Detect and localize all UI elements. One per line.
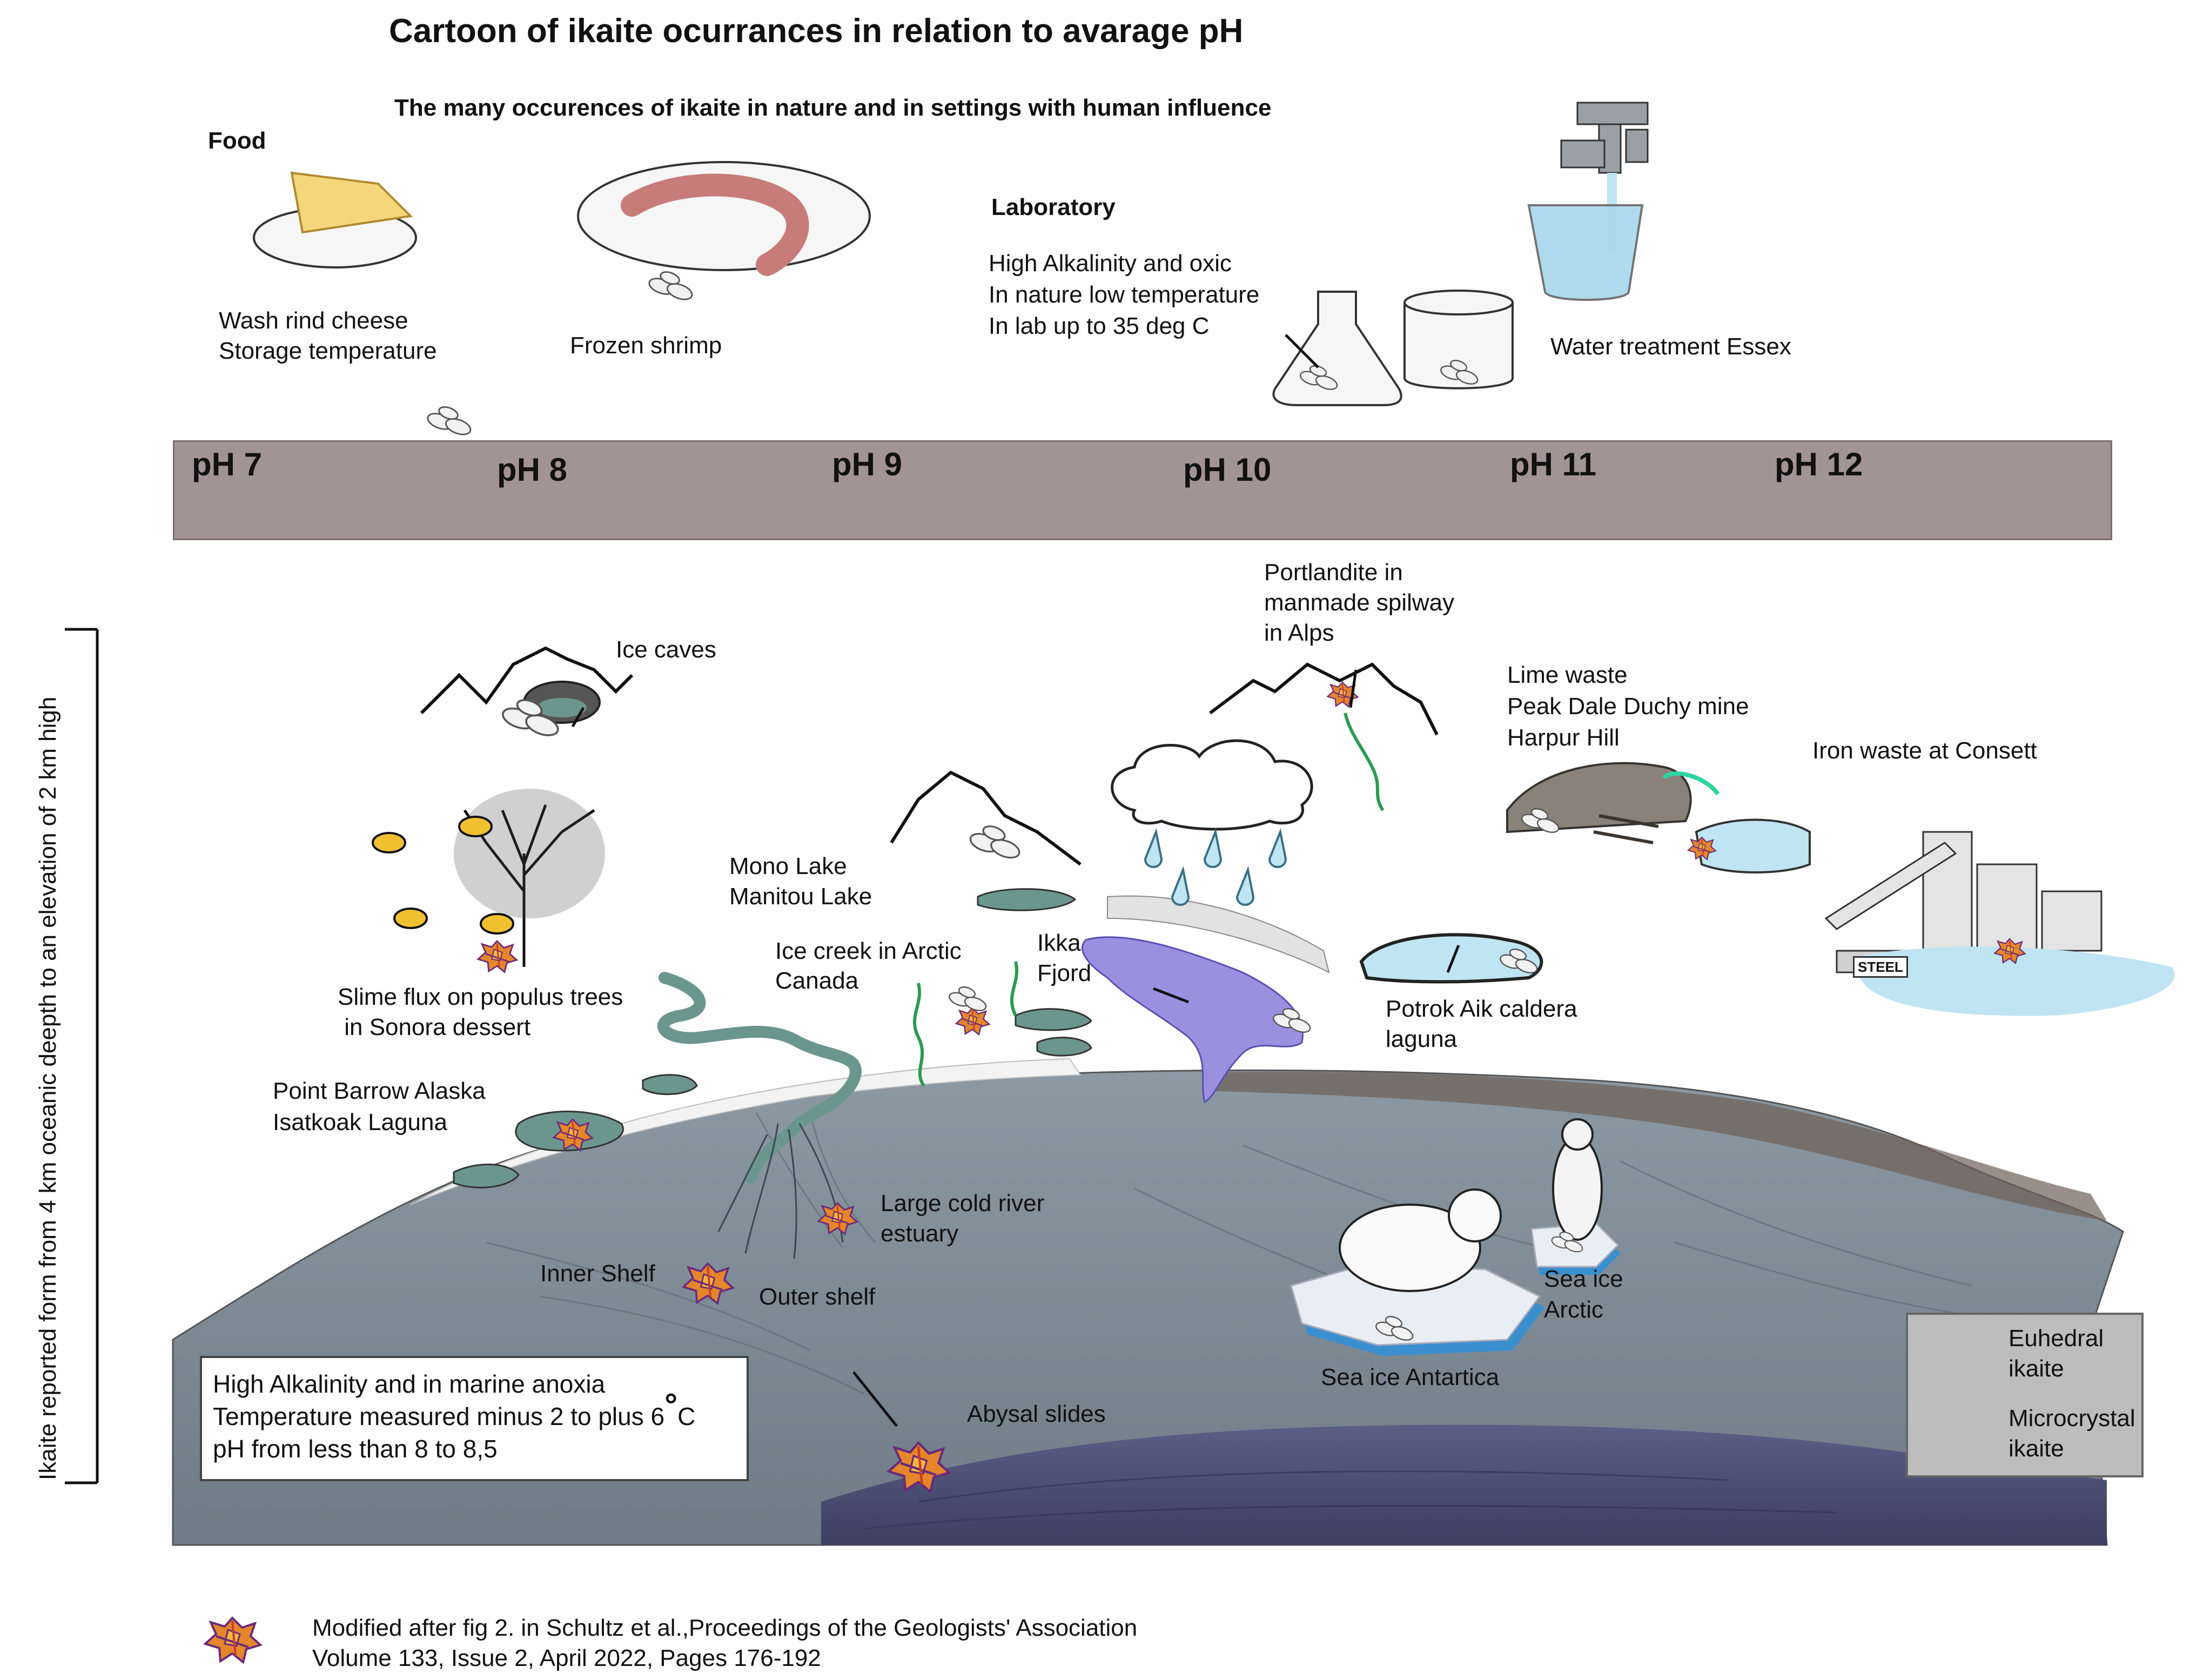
ice-creek-label-2: Canada	[775, 967, 859, 994]
ph-scale-bar	[173, 440, 2112, 540]
point-barrow-label-2: Isatkoak Laguna	[273, 1109, 447, 1135]
steelworks	[1824, 831, 2102, 973]
ph-label-12: pH 12	[1775, 446, 1863, 482]
mountain-alps	[1209, 662, 1439, 736]
ph-label-9: pH 9	[832, 446, 903, 482]
cloud	[1111, 739, 1313, 831]
cheese-label-2: Storage temperature	[219, 338, 437, 364]
mountain-mono	[890, 770, 1082, 866]
conditions-info-box: High Alkalinity and in marine anoxia Tem…	[200, 1356, 749, 1481]
citation-line-1: Modified after fig 2. in Schultz et al.,…	[312, 1615, 1138, 1641]
slime-flux-label-2: in Sonora dessert	[338, 1014, 531, 1040]
portlandite-label-1: Portlandite in	[1264, 559, 1403, 586]
large-river-label-2: estuary	[881, 1220, 959, 1247]
ice-caves-label: Ice caves	[616, 636, 716, 663]
ice-creek-label-1: Ice creek in Arctic	[775, 938, 962, 964]
cheese-wedge	[290, 171, 413, 234]
shrimp	[621, 173, 809, 276]
lab-flask	[1272, 291, 1402, 406]
info-line-3: pH from less than 8 to 8,5	[213, 1435, 498, 1463]
rain-drops	[1144, 828, 1287, 906]
lime-pond	[1695, 818, 1811, 873]
ikka-fjord-label-1: Ikka	[1037, 930, 1081, 956]
lime-waste-label-2: Peak Dale Duchy mine	[1507, 693, 1749, 720]
ikka-fjord-label-2: Fjord	[1037, 960, 1092, 986]
portlandite-label-3: in Alps	[1264, 620, 1334, 646]
iron-waste-label: Iron waste at Consett	[1812, 737, 2037, 764]
tap	[1560, 102, 1649, 174]
citation-line-2: Volume 133, Issue 2, April 2022, Pages 1…	[312, 1645, 821, 1671]
laboratory-heading: Laboratory	[991, 194, 1116, 220]
info-line-2: Temperature measured minus 2 to plus 6°C	[213, 1389, 736, 1433]
page-title: Cartoon of ikaite ocurrances in relation…	[389, 12, 1244, 50]
info-line-1: High Alkalinity and in marine anoxia	[213, 1370, 606, 1398]
lab-line-2: In nature low temperature	[989, 281, 1260, 308]
legend-euhedral-label-2: ikaite	[2009, 1355, 2064, 1382]
polar-bear	[1339, 1204, 1481, 1292]
lime-waste-label-3: Harpur Hill	[1507, 724, 1620, 751]
vertical-axis-label: Ikaite reported form from 4 km oceanic d…	[35, 696, 61, 1480]
inner-shelf-label: Inner Shelf	[540, 1260, 655, 1287]
lab-beaker	[1403, 303, 1514, 389]
citation-crystal-icon	[204, 1617, 261, 1663]
potrok-label-1: Potrok Aik caldera	[1386, 996, 1577, 1022]
ph-label-10: pH 10	[1183, 452, 1272, 488]
large-river-label-1: Large cold river	[881, 1190, 1045, 1217]
ph-label-8: pH 8	[497, 452, 568, 488]
sea-ice-antarctica-label: Sea ice Antartica	[1321, 1364, 1500, 1390]
legend	[1906, 1313, 2144, 1477]
food-heading: Food	[208, 127, 266, 154]
mountain-ice-caves	[420, 646, 634, 715]
sea-ice-arctic-label-2: Arctic	[1544, 1296, 1603, 1323]
info-line-2-text: Temperature measured minus 2 to plus 6	[213, 1402, 665, 1430]
water-treatment-label: Water treatment Essex	[1550, 333, 1791, 360]
ice-floe-antarctica	[1290, 1263, 1545, 1356]
bees	[372, 816, 514, 935]
abysal-slides-label: Abysal slides	[967, 1401, 1106, 1427]
lab-line-1: High Alkalinity and oxic	[989, 250, 1232, 277]
potrok-label-2: laguna	[1386, 1026, 1457, 1052]
page-subtitle: The many occurences of ikaite in nature …	[394, 95, 1272, 121]
lime-mine	[1506, 762, 1692, 834]
steel-sign: STEEL	[1853, 956, 1908, 978]
mono-lake-label-2: Manitou Lake	[729, 883, 872, 910]
steel-pond	[1858, 946, 2175, 1016]
ikka-fjord	[1082, 936, 1304, 1104]
cheese-label-1: Wash rind cheese	[219, 307, 408, 334]
vertical-scale-bar	[65, 628, 99, 1484]
penguin	[1552, 1136, 1603, 1241]
river	[657, 972, 862, 1184]
portlandite-label-2: manmade spilway	[1264, 589, 1455, 616]
info-line-2-unit: C	[677, 1402, 696, 1430]
legend-microcrystal-label-2: ikaite	[2009, 1435, 2064, 1462]
slime-flux-label-1: Slime flux on populus trees	[338, 984, 623, 1010]
legend-euhedral-label-1: Euhedral	[2009, 1325, 2104, 1352]
lime-waste-label-1: Lime waste	[1507, 662, 1628, 688]
degree-symbol: °	[664, 1387, 678, 1423]
abyss	[821, 1424, 2107, 1545]
lab-line-3: In lab up to 35 deg C	[989, 313, 1210, 339]
shrimp-label: Frozen shrimp	[570, 332, 722, 359]
shelf-edge	[1215, 1072, 2107, 1221]
legend-microcrystal-label-1: Microcrystal	[2009, 1405, 2135, 1432]
point-barrow-label-1: Point Barrow Alaska	[273, 1078, 486, 1104]
water-glass	[1527, 204, 1644, 301]
ph-label-7: pH 7	[192, 446, 263, 482]
ice-creek	[912, 983, 925, 1087]
potrok-lagoon	[1359, 933, 1543, 984]
outer-shelf-label: Outer shelf	[759, 1283, 876, 1310]
ph-label-11: pH 11	[1510, 446, 1597, 482]
sea-ice-arctic-label-1: Sea ice	[1544, 1266, 1623, 1292]
mono-lake-label-1: Mono Lake	[729, 853, 847, 879]
